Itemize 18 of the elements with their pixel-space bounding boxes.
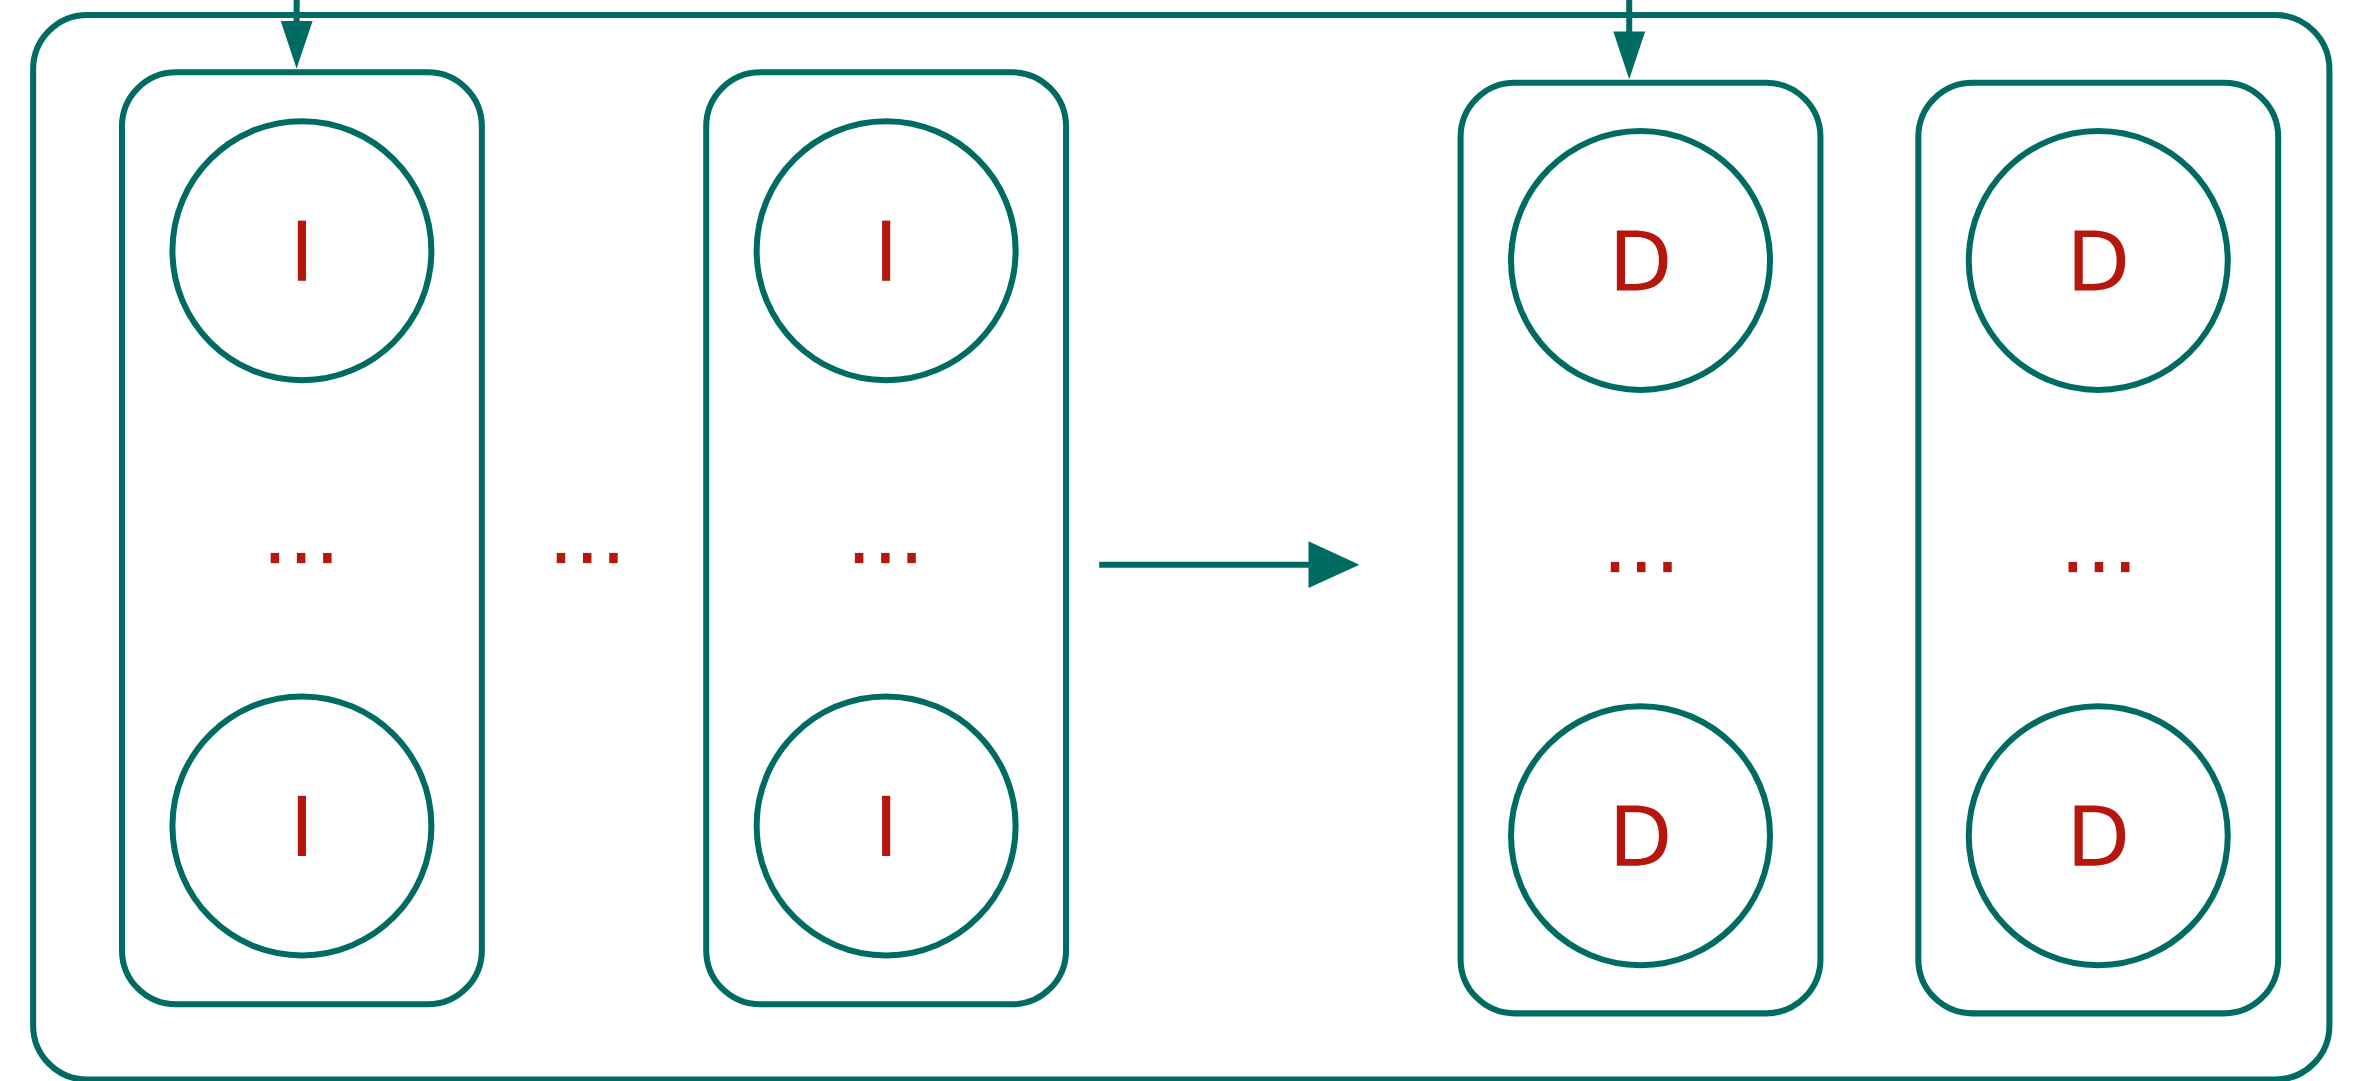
column-box — [118, 69, 485, 1008]
circle-node: D — [1508, 127, 1774, 393]
circle-node: D — [1508, 703, 1774, 969]
ellipsis: ... — [556, 552, 618, 564]
circle-node: I — [169, 118, 435, 384]
column-box — [1915, 79, 2282, 1017]
ellipsis: ... — [2068, 561, 2130, 573]
ellipsis: ... — [1610, 561, 1672, 573]
ellipsis: ... — [270, 552, 332, 564]
outer-frame — [30, 12, 2333, 1081]
circle-node: I — [753, 693, 1019, 959]
column-box — [703, 69, 1070, 1008]
circle-node: D — [1965, 703, 2231, 969]
ellipsis: ... — [854, 552, 916, 564]
circle-node: D — [1965, 127, 2231, 393]
circle-node: I — [169, 693, 435, 959]
circle-node: I — [753, 118, 1019, 384]
column-box — [1457, 79, 1824, 1017]
